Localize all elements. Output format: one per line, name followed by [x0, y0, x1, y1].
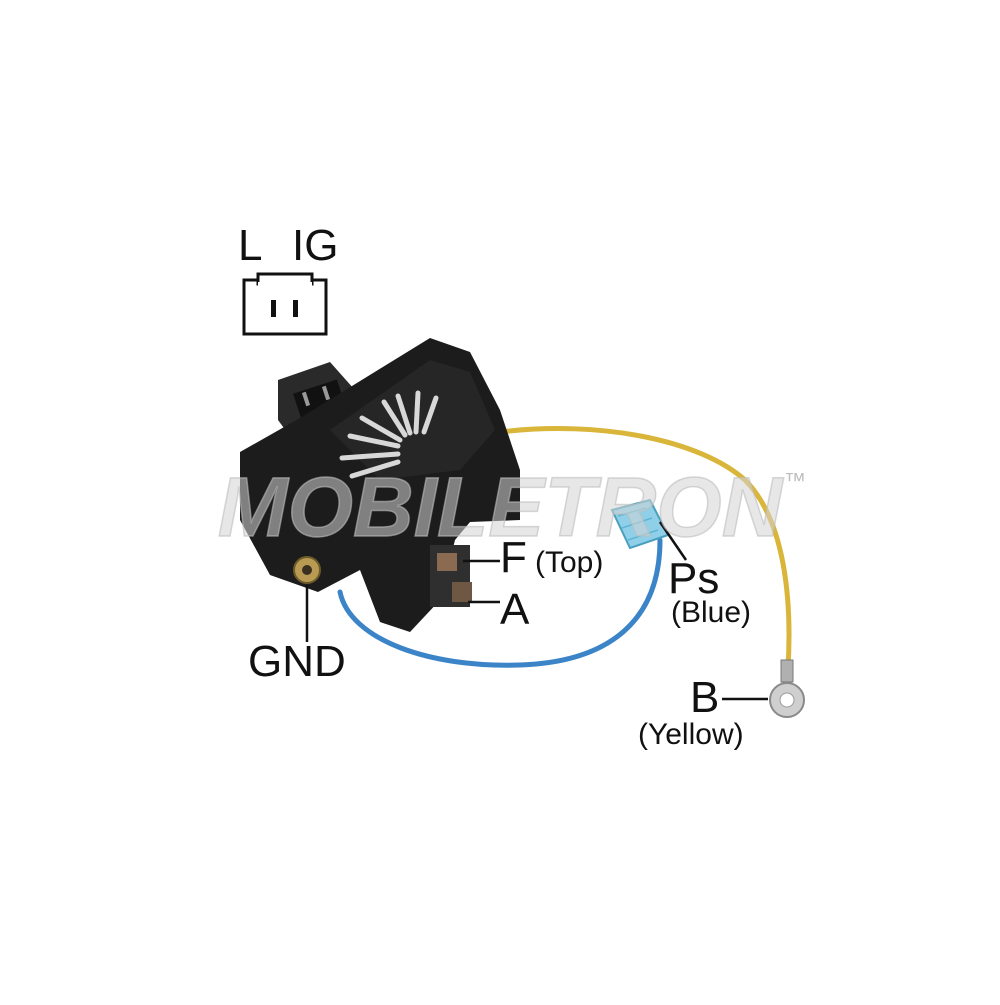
connector-label-l: L	[238, 221, 263, 270]
ground-eyelet-icon	[293, 556, 321, 584]
terminal-label-f: F	[500, 533, 527, 582]
brush-a	[452, 582, 472, 602]
blue-wire	[337, 537, 663, 668]
connector-pin-l	[271, 300, 276, 317]
leader-line-ps	[658, 521, 688, 561]
terminal-label-gnd: GND	[248, 637, 346, 686]
connector-symbol	[242, 272, 328, 336]
brush-f	[437, 553, 457, 571]
terminal-note-f: (Top)	[535, 546, 604, 579]
ring-terminal-icon	[769, 659, 805, 718]
terminal-note-ps: (Blue)	[671, 596, 752, 629]
watermark-trademark: ™	[784, 468, 806, 493]
terminal-label-ps: Ps	[668, 554, 720, 603]
terminal-label-b: B	[690, 673, 720, 722]
watermark: MOBILETRON	[218, 460, 785, 554]
connector-label-ig: IG	[292, 221, 339, 270]
terminal-label-a: A	[500, 585, 530, 634]
connector-pin-ig	[293, 300, 298, 317]
yellow-wire	[497, 426, 792, 671]
terminal-note-b: (Yellow)	[638, 718, 744, 751]
